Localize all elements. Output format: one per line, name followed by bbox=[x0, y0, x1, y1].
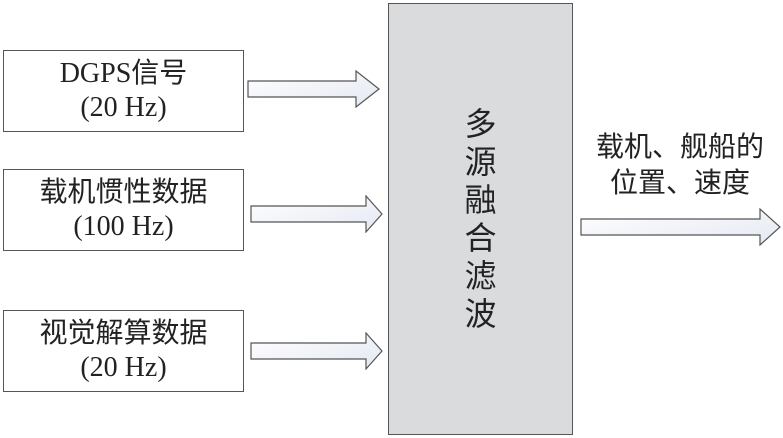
output-label: 载机、舰船的 位置、速度 bbox=[580, 130, 780, 202]
input-rate: (100 Hz) bbox=[73, 211, 174, 242]
fusion-char: 滤 bbox=[464, 258, 497, 294]
fusion-filter-box: 多 源 融 合 滤 波 bbox=[388, 3, 573, 435]
input-title: 载机惯性数据 bbox=[39, 177, 208, 208]
fusion-char: 合 bbox=[464, 220, 497, 256]
input-title: DGPS信号 bbox=[59, 58, 188, 89]
fusion-char: 多 bbox=[464, 106, 497, 142]
output-arrow-right-icon bbox=[580, 208, 781, 246]
fusion-char: 波 bbox=[464, 296, 497, 332]
arrow-right-icon bbox=[250, 195, 383, 233]
fusion-char: 融 bbox=[464, 182, 497, 218]
arrow-right-icon bbox=[247, 70, 380, 108]
input-rate: (20 Hz) bbox=[80, 92, 167, 123]
output-line2: 位置、速度 bbox=[609, 168, 750, 199]
input-title: 视觉解算数据 bbox=[39, 318, 208, 349]
arrow-right-icon bbox=[250, 332, 383, 370]
fusion-char: 源 bbox=[464, 144, 497, 180]
input-box-vision: 视觉解算数据 (20 Hz) bbox=[3, 310, 244, 392]
output-line1: 载机、舰船的 bbox=[595, 132, 764, 163]
input-box-dgps: DGPS信号 (20 Hz) bbox=[3, 50, 244, 132]
input-rate: (20 Hz) bbox=[80, 352, 167, 383]
input-box-inertial: 载机惯性数据 (100 Hz) bbox=[3, 169, 244, 251]
